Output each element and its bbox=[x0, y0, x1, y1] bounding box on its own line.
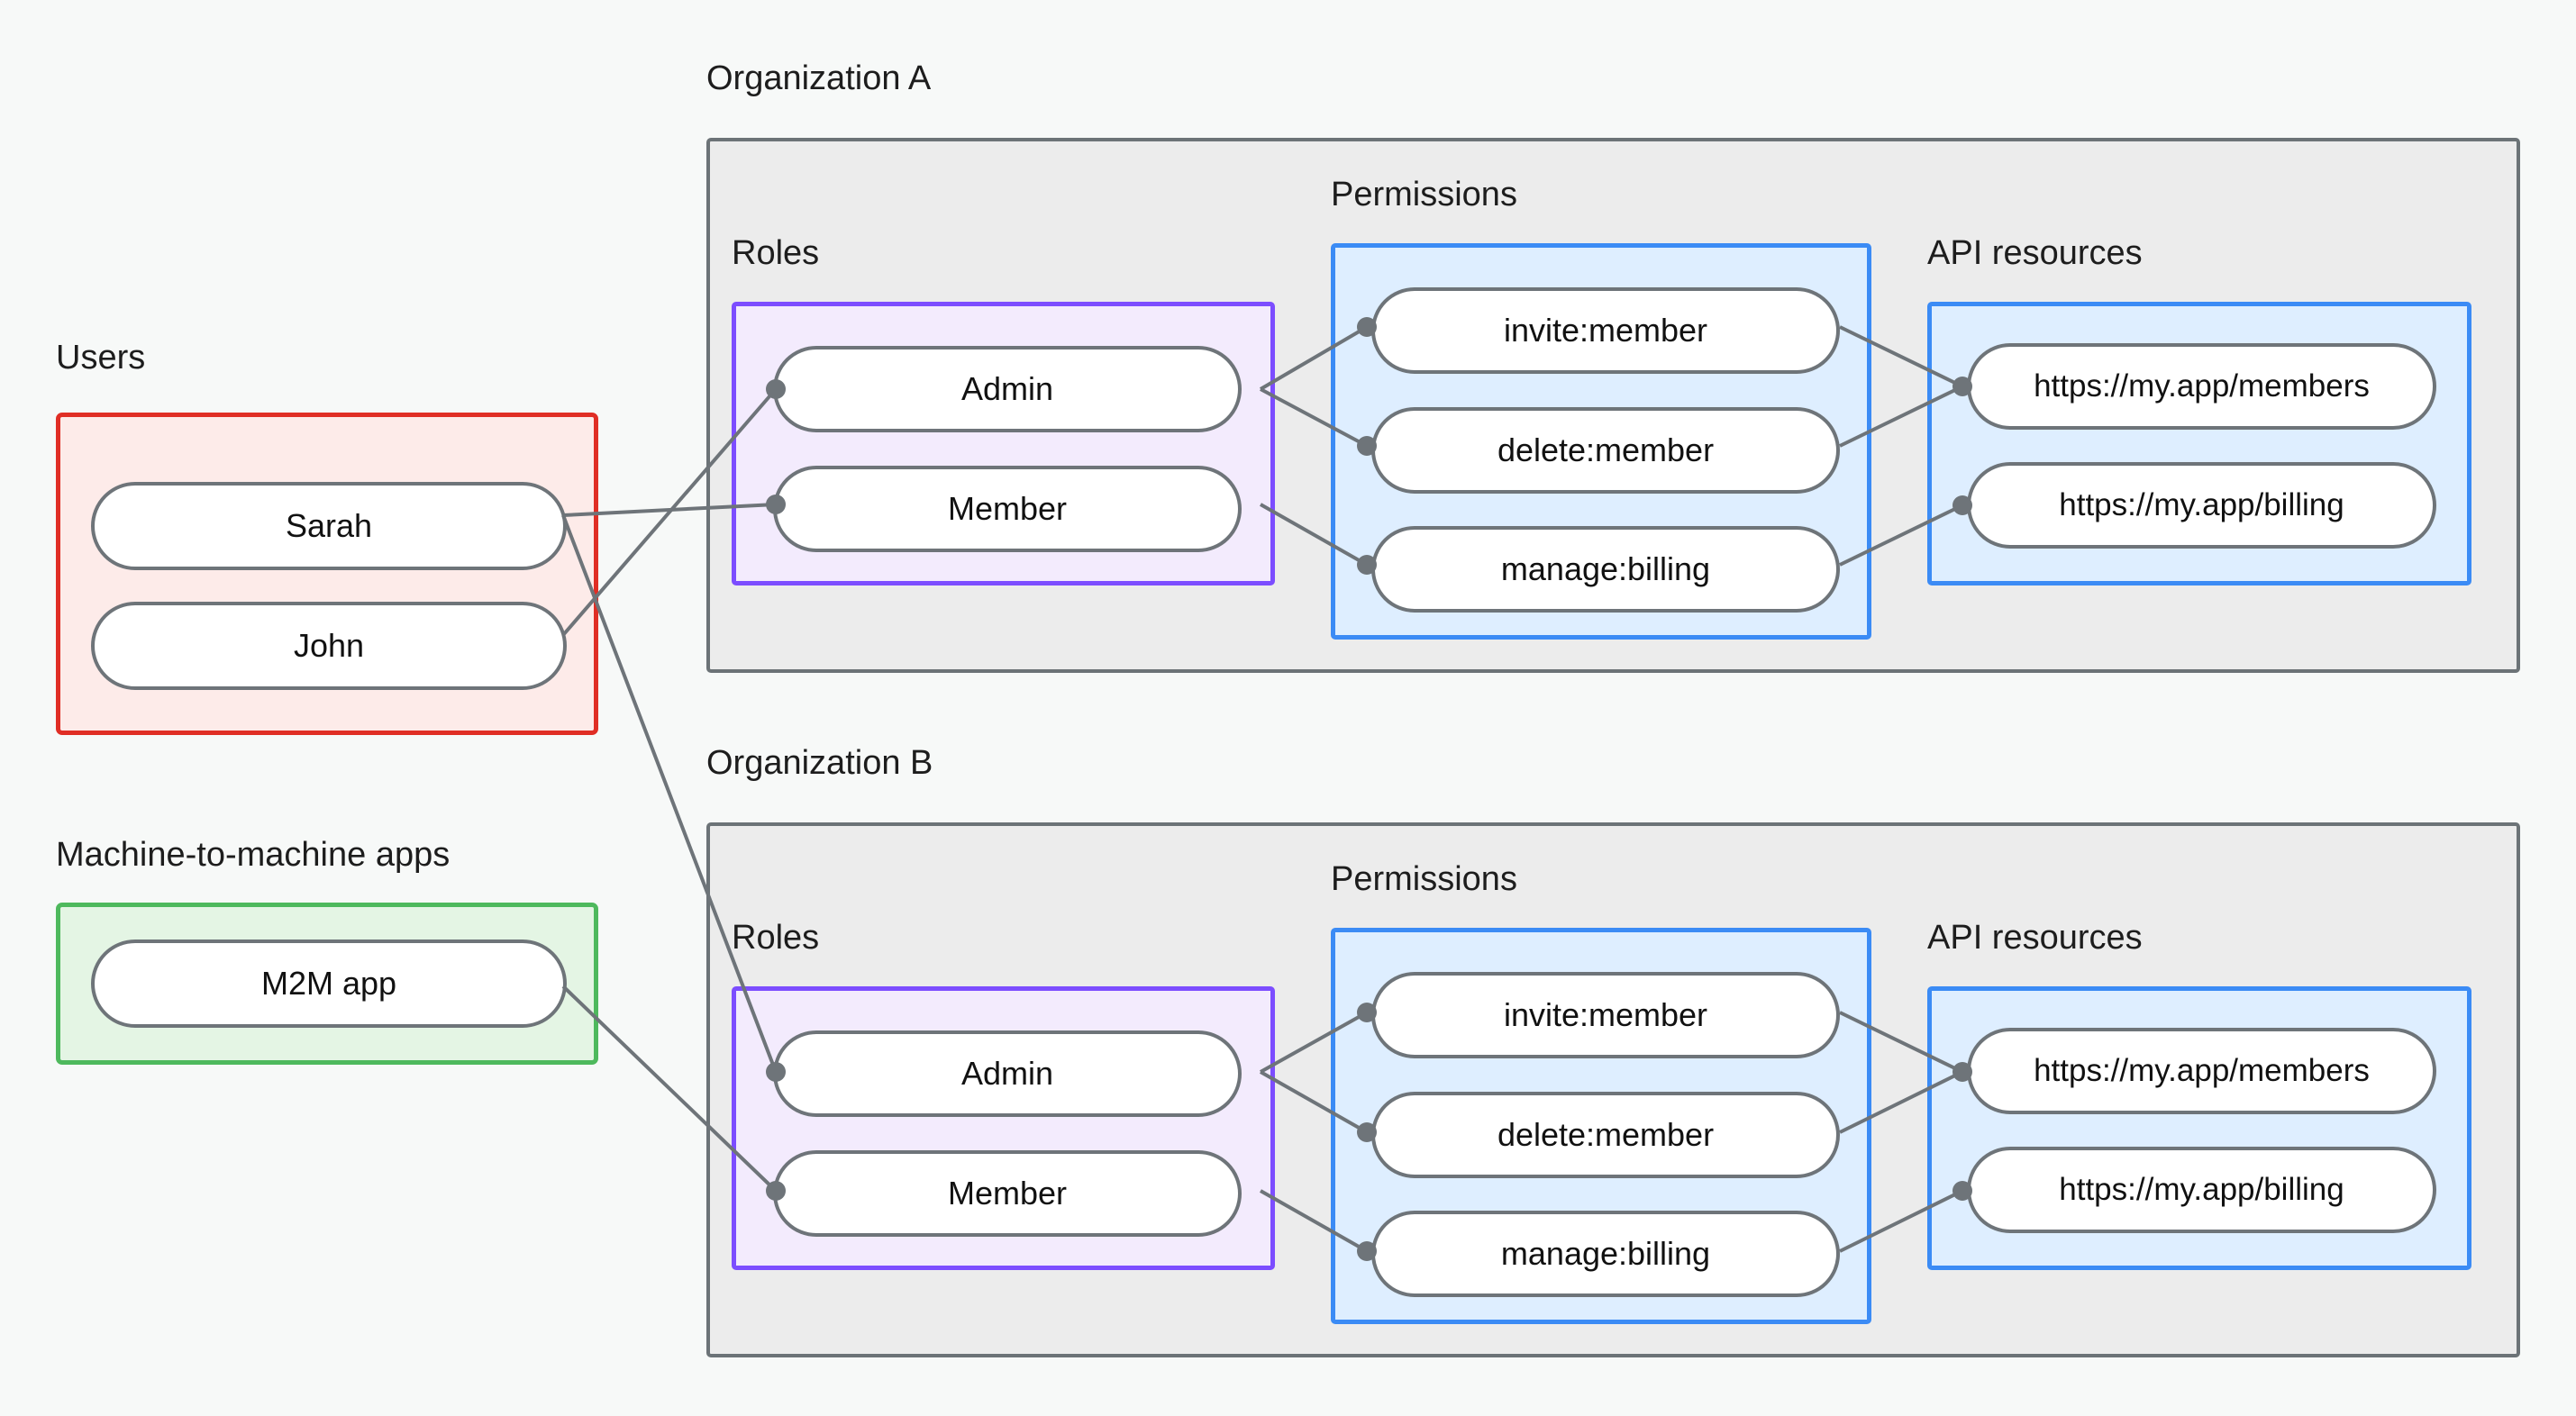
org-b-api-resource-billing[interactable]: https://my.app/billing bbox=[1967, 1147, 2436, 1233]
organization-b-label: Organization B bbox=[706, 744, 933, 782]
org-a-api-resource-members[interactable]: https://my.app/members bbox=[1967, 343, 2436, 430]
users-container: Sarah John bbox=[56, 413, 598, 735]
organization-a-label: Organization A bbox=[706, 59, 932, 97]
org-a-roles-container: Admin Member bbox=[732, 302, 1275, 585]
org-a-permission-manage-billing[interactable]: manage:billing bbox=[1371, 526, 1840, 613]
user-node-sarah[interactable]: Sarah bbox=[91, 482, 567, 570]
m2m-node-m2m-app[interactable]: M2M app bbox=[91, 939, 567, 1028]
org-b-api-resources-container: https://my.app/members https://my.app/bi… bbox=[1927, 986, 2471, 1270]
user-node-john[interactable]: John bbox=[91, 602, 567, 690]
org-a-permission-invite-member[interactable]: invite:member bbox=[1371, 287, 1840, 374]
m2m-container: M2M app bbox=[56, 903, 598, 1065]
org-a-role-member[interactable]: Member bbox=[773, 466, 1242, 552]
org-b-permission-invite-member[interactable]: invite:member bbox=[1371, 972, 1840, 1058]
org-b-permissions-container: invite:member delete:member manage:billi… bbox=[1331, 928, 1871, 1324]
org-a-permission-delete-member[interactable]: delete:member bbox=[1371, 407, 1840, 494]
org-a-roles-label: Roles bbox=[732, 234, 820, 272]
org-b-api-resources-label: API resources bbox=[1927, 919, 2143, 957]
m2m-group-label: Machine-to-machine apps bbox=[56, 836, 451, 874]
org-a-permissions-container: invite:member delete:member manage:billi… bbox=[1331, 243, 1871, 640]
org-a-api-resources-container: https://my.app/members https://my.app/bi… bbox=[1927, 302, 2471, 585]
org-b-permission-delete-member[interactable]: delete:member bbox=[1371, 1092, 1840, 1178]
org-a-role-admin[interactable]: Admin bbox=[773, 346, 1242, 432]
org-b-role-member[interactable]: Member bbox=[773, 1150, 1242, 1237]
org-b-roles-container: Admin Member bbox=[732, 986, 1275, 1270]
org-b-permission-manage-billing[interactable]: manage:billing bbox=[1371, 1211, 1840, 1297]
org-b-roles-label: Roles bbox=[732, 919, 820, 957]
users-group-label: Users bbox=[56, 339, 146, 377]
org-a-api-resources-label: API resources bbox=[1927, 234, 2143, 272]
org-a-api-resource-billing[interactable]: https://my.app/billing bbox=[1967, 462, 2436, 549]
org-b-api-resource-members[interactable]: https://my.app/members bbox=[1967, 1028, 2436, 1114]
org-b-permissions-label: Permissions bbox=[1331, 860, 1517, 898]
org-a-permissions-label: Permissions bbox=[1331, 176, 1517, 213]
org-b-role-admin[interactable]: Admin bbox=[773, 1030, 1242, 1117]
